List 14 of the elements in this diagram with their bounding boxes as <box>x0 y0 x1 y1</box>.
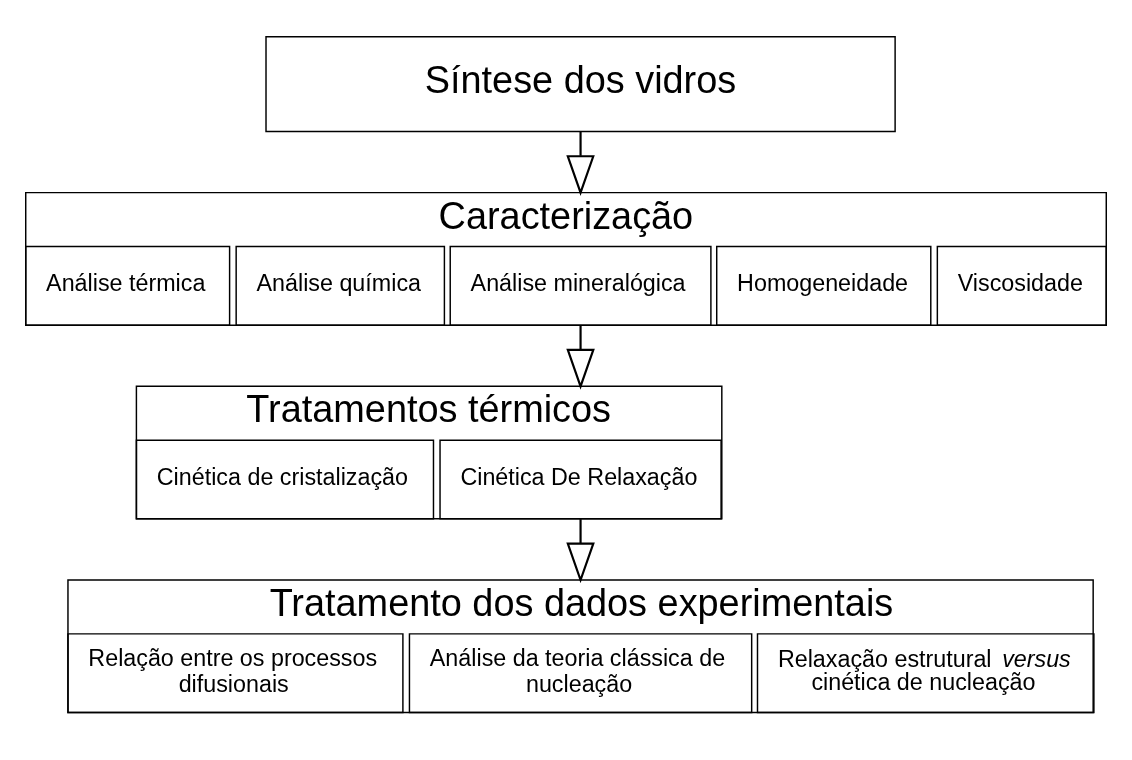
node-box: Cinética De Relaxação <box>439 438 722 520</box>
node-box: Análise térmica <box>25 245 231 326</box>
node-box: Homogeneidade <box>716 245 932 326</box>
node-box: Síntese dos vidros <box>265 35 896 132</box>
arrow <box>566 324 595 390</box>
node-box: Cinética de cristalização <box>135 438 435 520</box>
node-box: Análise da teoria clássica de nucleação <box>408 632 753 713</box>
arrow <box>566 518 595 583</box>
arrow <box>566 131 595 196</box>
node-box: Relaxação estrutural versus cinética de nucleação <box>756 632 1095 713</box>
node-box: Análise química <box>235 245 446 326</box>
node-box: Análise mineralógica <box>449 245 712 326</box>
node-box: Relação entre os processos difusionais <box>67 632 404 713</box>
node-box: Viscosidade <box>936 245 1107 326</box>
